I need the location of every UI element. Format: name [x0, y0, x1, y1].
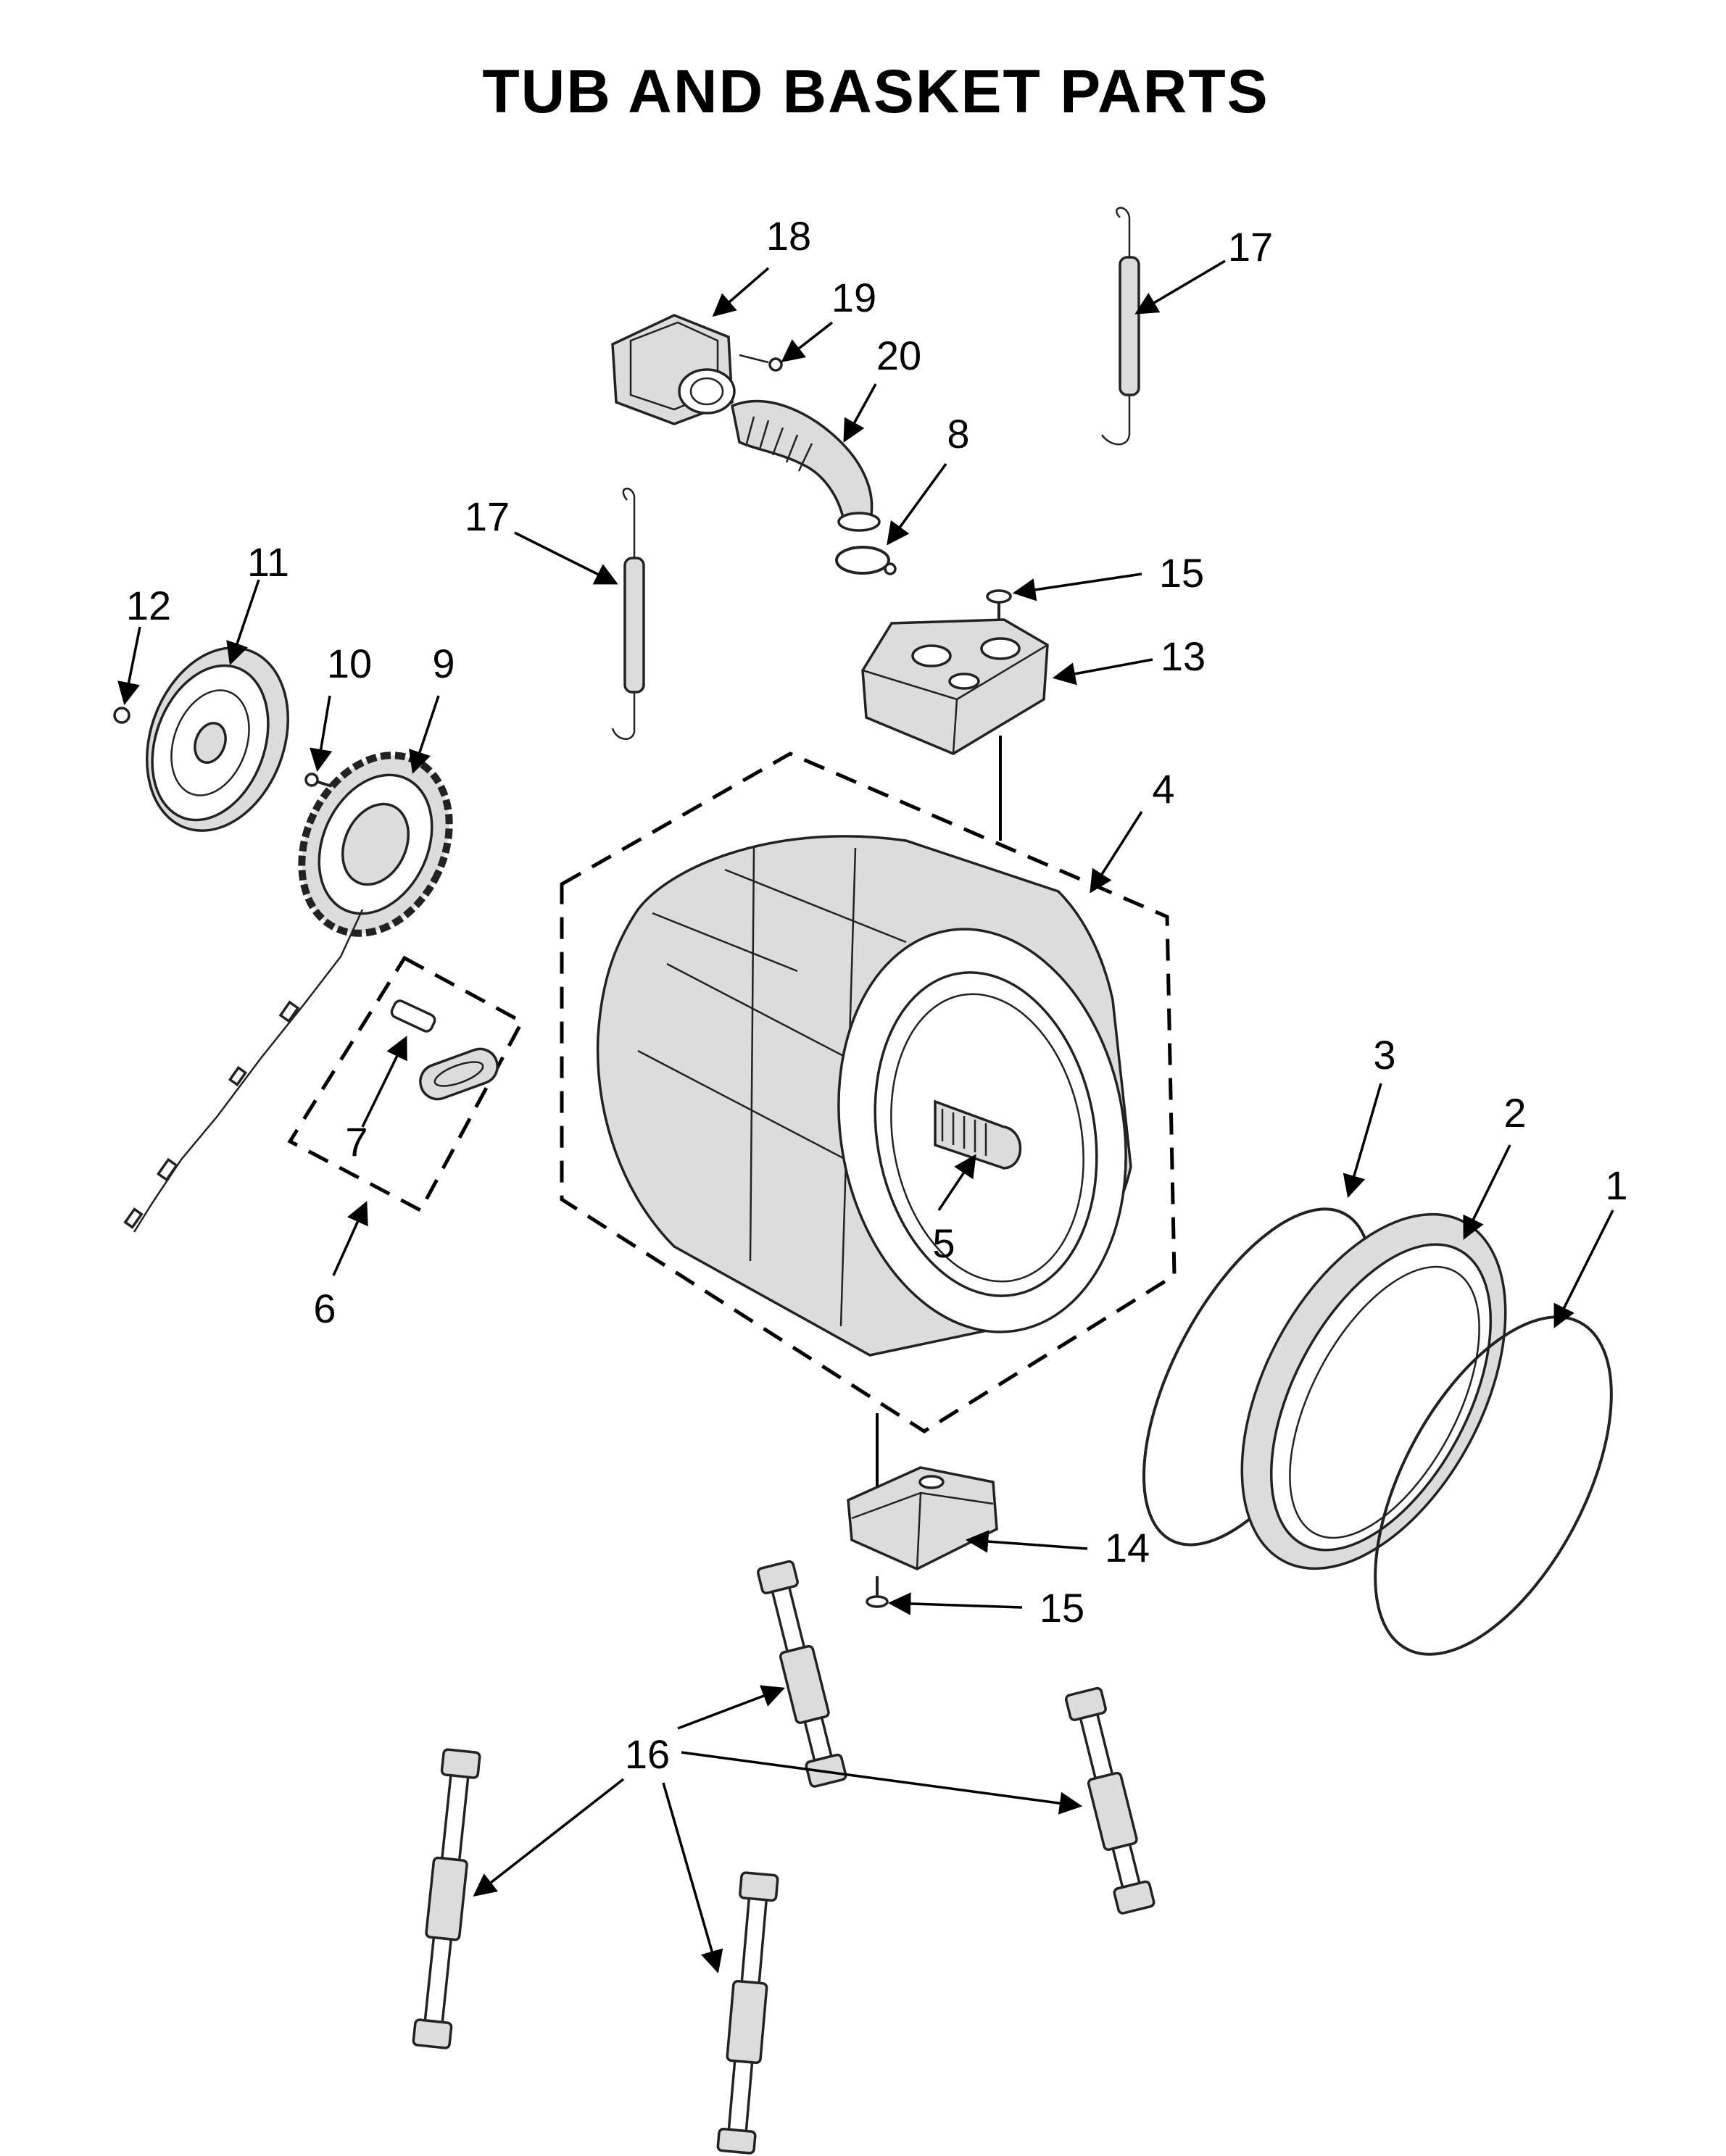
leader-lines [117, 259, 1614, 1974]
callout-7: 7 [345, 1119, 368, 1165]
part-11-rotor [146, 646, 289, 832]
part-7-sensor [390, 999, 499, 1101]
callout-11: 11 [247, 539, 289, 585]
callout-labels: 18 19 20 8 17 17 15 13 4 5 11 12 10 9 7 … [126, 213, 1628, 1777]
callout-16: 16 [625, 1731, 670, 1777]
callout-5: 5 [932, 1220, 955, 1266]
part-18-pump-housing [611, 314, 736, 425]
part-17-spring-left [611, 488, 645, 740]
part-17-spring-right [1100, 207, 1140, 446]
part-1-ring [1374, 1315, 1613, 1656]
callout-3: 3 [1373, 1032, 1395, 1078]
part-16-damper-a [756, 1560, 847, 1788]
part-16-damper-c [412, 1748, 481, 2049]
callout-15-top: 15 [1159, 550, 1204, 596]
part-6-group-outline [287, 955, 525, 1213]
callout-20: 20 [876, 333, 921, 378]
part-10-bolt [304, 773, 333, 788]
callout-17-right: 17 [1228, 224, 1273, 270]
callout-17-left: 17 [465, 494, 510, 539]
part-13-top-weight [861, 618, 1049, 755]
callout-19: 19 [831, 275, 876, 320]
part-16-damper-d [716, 1871, 779, 2155]
part-14-bottom-weight [847, 1466, 998, 1570]
part-20-hose [730, 399, 881, 532]
part-15-screw-bottom [866, 1576, 889, 1608]
part-12-bolt [113, 707, 130, 724]
part-8-clamp [835, 546, 897, 575]
callout-1: 1 [1605, 1162, 1627, 1208]
callout-10: 10 [327, 641, 372, 686]
callout-13: 13 [1161, 633, 1206, 679]
callout-12: 12 [126, 583, 171, 628]
part-4-tub-assembly-outline [560, 752, 1177, 1433]
part-16-damper-b [1064, 1686, 1155, 1915]
callout-8: 8 [947, 411, 969, 457]
callout-15-bottom: 15 [1040, 1585, 1084, 1631]
callout-9: 9 [432, 641, 455, 686]
page-title: TUB AND BASKET PARTS [482, 57, 1269, 125]
part-5-baffle [934, 1099, 1022, 1170]
callout-2: 2 [1503, 1090, 1526, 1136]
callout-14: 14 [1105, 1525, 1150, 1570]
part-2-bellow [1240, 1212, 1507, 1570]
callout-6: 6 [313, 1286, 336, 1331]
callout-18: 18 [766, 213, 811, 259]
part-19-screw [739, 354, 783, 372]
callout-4: 4 [1152, 766, 1174, 812]
part-4-tub [596, 835, 1132, 1357]
